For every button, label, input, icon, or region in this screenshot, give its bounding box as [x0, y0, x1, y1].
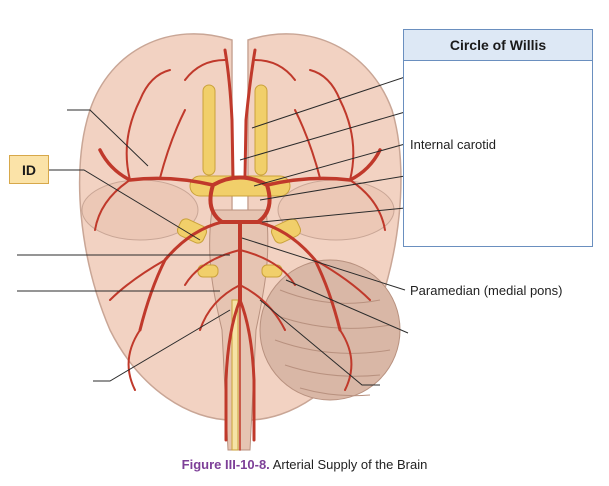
label-paramedian: Paramedian (medial pons)	[410, 283, 563, 298]
brain-base	[78, 33, 402, 451]
cranial-nerves	[176, 84, 302, 451]
figure-caption: Figure III-10-8. Arterial Supply of the …	[0, 457, 609, 472]
circle-of-willis-title: Circle of Willis	[404, 30, 592, 61]
label-internal-carotid: Internal carotid	[410, 137, 496, 152]
arteries	[94, 48, 386, 451]
id-tag: ID	[9, 155, 49, 184]
figure-caption-text: Arterial Supply of the Brain	[269, 457, 428, 472]
circle-of-willis-box: Circle of Willis	[403, 29, 593, 247]
leader-lines	[17, 76, 409, 386]
figure-number: Figure III-10-8.	[181, 457, 270, 472]
